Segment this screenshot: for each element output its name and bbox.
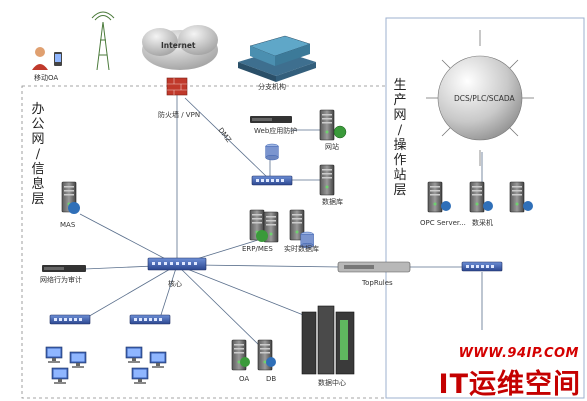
watermark-url: WWW.94IP.COM <box>458 346 579 361</box>
mobile-user-icon <box>32 47 62 70</box>
collector-label: 数采机 <box>472 219 493 227</box>
toprules-gateway-icon <box>337 261 411 273</box>
access-switch-2-icon <box>129 314 171 325</box>
pc-icon <box>125 346 143 364</box>
oa-label: OA <box>239 375 250 383</box>
collector-server-icon <box>469 181 485 213</box>
behavior-audit-label: 网络行为审计 <box>40 276 82 284</box>
dcs-label: DCS/PLC/SCADA <box>454 94 515 103</box>
core-switch-icon <box>147 257 207 271</box>
production-zone-border <box>385 17 585 399</box>
globe-icon <box>333 125 347 139</box>
internet-cloud-icon <box>142 25 218 70</box>
db-label: DB <box>266 375 277 383</box>
firewall-icon <box>166 77 188 96</box>
office-zone-border <box>21 85 387 399</box>
pc-icon <box>131 367 149 385</box>
access-switch-1-icon <box>49 314 91 325</box>
web-protect-label: Web应用防护 <box>254 127 298 135</box>
production-server-icon <box>509 181 525 213</box>
dmz-db-server-icon <box>319 164 335 196</box>
web-protection-device <box>250 116 292 123</box>
pc-icon <box>69 351 87 369</box>
office-zone-label: 办公网 /信息 层 <box>31 102 45 207</box>
dmz-switch-icon <box>251 175 293 186</box>
branch-label: 分支机构 <box>258 83 286 91</box>
datacenter-rack-icon <box>301 305 355 375</box>
realtime-db-label: 实时数据库 <box>284 245 319 253</box>
production-zone-label: 生产网 /操作 站层 <box>393 78 407 198</box>
dcs-sphere-icon <box>426 30 534 166</box>
firewall-vpn-label: 防火墙 / VPN <box>158 111 201 119</box>
internet-label: Internet <box>161 41 196 50</box>
watermark-title: IT运维空间 <box>438 369 581 400</box>
opc-server-icon <box>427 181 443 213</box>
branch-building-icon <box>238 35 316 82</box>
mas-label: MAS <box>60 221 76 229</box>
db-cylinder-icon <box>265 143 279 161</box>
radio-tower-icon <box>91 11 115 71</box>
pc-icon <box>149 351 167 369</box>
production-switch-icon <box>461 261 503 272</box>
opc-label: OPC Server... <box>420 219 466 227</box>
mobile-oa-label: 移动OA <box>34 74 59 82</box>
core-label: 核心 <box>168 280 182 288</box>
pc-icon <box>51 367 69 385</box>
pc-icon <box>45 346 63 364</box>
behavior-audit-device <box>42 265 86 272</box>
datacenter-label: 数据中心 <box>318 379 346 387</box>
website-label: 网站 <box>325 143 339 151</box>
toprules-label: TopRules <box>362 279 393 287</box>
dmz-database-label: 数据库 <box>322 198 343 206</box>
website-server-icon <box>319 109 335 141</box>
erp-globe-icon <box>256 230 268 242</box>
mas-disk-icon <box>68 202 80 214</box>
erp-mes-label: ERP/MES <box>242 245 273 253</box>
